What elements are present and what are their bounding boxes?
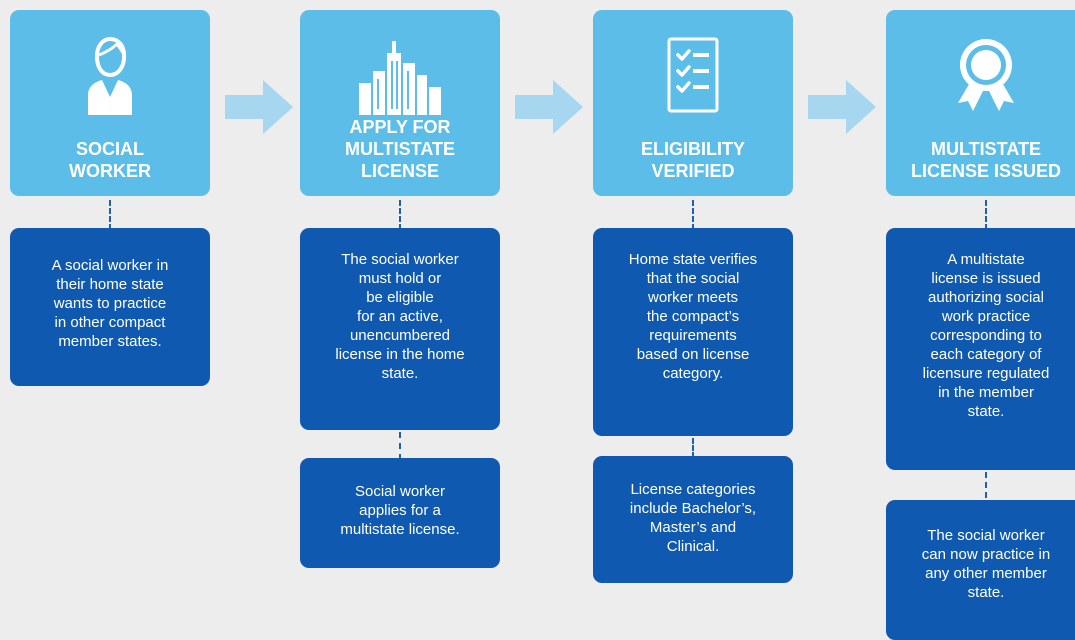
title-line: ELIGIBILITY xyxy=(640,139,745,159)
person-icon xyxy=(10,35,210,115)
card-line: work practice xyxy=(941,308,1031,325)
card-line: authorizing social xyxy=(928,289,1044,306)
card-line: licensure regulated xyxy=(922,365,1050,382)
checklist-icon xyxy=(593,35,793,115)
card-line: applies for a xyxy=(359,502,441,519)
step-title: MULTISTATE LICENSE ISSUED xyxy=(886,138,1075,182)
title-line: MULTISTATE xyxy=(931,139,1041,159)
title-line: APPLY FOR xyxy=(349,117,451,137)
description-card: The social worker can now practice in an… xyxy=(886,500,1075,640)
card-line: multistate license. xyxy=(340,521,460,538)
right-arrow-icon xyxy=(808,80,876,139)
card-line: include Bachelor’s, xyxy=(629,500,757,517)
card-line: state. xyxy=(967,403,1005,420)
card-line: unencumbered xyxy=(349,327,451,344)
card-line: that the social xyxy=(646,270,740,287)
award-ribbon-icon xyxy=(886,35,1075,115)
card-line: worker meets xyxy=(647,289,739,306)
description-card: The social worker must hold or be eligib… xyxy=(300,228,500,430)
dashed-connector xyxy=(399,200,401,230)
description-card: Home state verifies that the social work… xyxy=(593,228,793,436)
title-line: SOCIAL xyxy=(75,139,144,159)
title-line: LICENSE ISSUED xyxy=(910,161,1062,181)
title-line: VERIFIED xyxy=(651,161,735,181)
card-line: A social worker in xyxy=(51,257,169,274)
card-line: each category of xyxy=(930,346,1042,363)
card-line: member states. xyxy=(58,333,162,350)
title-line: LICENSE xyxy=(360,161,439,181)
card-line: category. xyxy=(662,365,724,382)
dashed-connector xyxy=(985,200,987,230)
dashed-connector xyxy=(985,472,987,498)
card-line: The social worker xyxy=(927,527,1045,544)
dashed-connector xyxy=(399,432,401,460)
description-card: A multistate license is issued authorizi… xyxy=(886,228,1075,470)
step-header: MULTISTATE LICENSE ISSUED xyxy=(886,10,1075,196)
description-card: Social worker applies for a multistate l… xyxy=(300,458,500,568)
card-line: any other member xyxy=(925,565,1047,582)
card-line: Home state verifies xyxy=(628,251,758,268)
card-line: corresponding to xyxy=(930,327,1042,344)
right-arrow-icon xyxy=(225,80,293,139)
step-title: SOCIAL WORKER xyxy=(10,138,210,182)
step-title: ELIGIBILITY VERIFIED xyxy=(593,138,793,182)
card-line: their home state xyxy=(56,276,164,293)
card-line: License categories xyxy=(630,481,756,498)
card-line: must hold or xyxy=(358,270,442,287)
card-line: based on license xyxy=(636,346,750,363)
card-line: license is issued xyxy=(931,270,1041,287)
description-card: A social worker in their home state want… xyxy=(10,228,210,386)
step-title: APPLY FOR MULTISTATE LICENSE xyxy=(300,116,500,182)
card-line: A multistate xyxy=(947,251,1025,268)
dashed-connector xyxy=(109,200,111,230)
card-line: license in the home xyxy=(335,346,465,363)
dashed-connector xyxy=(692,200,694,230)
step-header: APPLY FOR MULTISTATE LICENSE xyxy=(300,10,500,196)
card-line: state. xyxy=(381,365,419,382)
card-line: The social worker xyxy=(341,251,459,268)
card-line: for an active, xyxy=(357,308,443,325)
card-line: state. xyxy=(967,584,1005,601)
title-line: MULTISTATE xyxy=(345,139,455,159)
dashed-connector xyxy=(692,438,694,458)
card-line: wants to practice xyxy=(53,295,167,312)
card-line: Social worker xyxy=(354,483,446,500)
card-line: in the member xyxy=(938,384,1034,401)
title-line: WORKER xyxy=(69,161,151,181)
card-line: Clinical. xyxy=(666,538,720,555)
card-line: in other compact xyxy=(54,314,166,331)
description-card: License categories include Bachelor’s, M… xyxy=(593,456,793,583)
card-line: can now practice in xyxy=(921,546,1051,563)
step-header: ELIGIBILITY VERIFIED xyxy=(593,10,793,196)
card-line: Master’s and xyxy=(649,519,737,536)
right-arrow-icon xyxy=(515,80,583,139)
card-line: requirements xyxy=(649,327,737,344)
step-header: SOCIAL WORKER xyxy=(10,10,210,196)
card-line: the compact’s xyxy=(646,308,740,325)
city-buildings-icon xyxy=(300,35,500,115)
card-line: be eligible xyxy=(366,289,434,306)
